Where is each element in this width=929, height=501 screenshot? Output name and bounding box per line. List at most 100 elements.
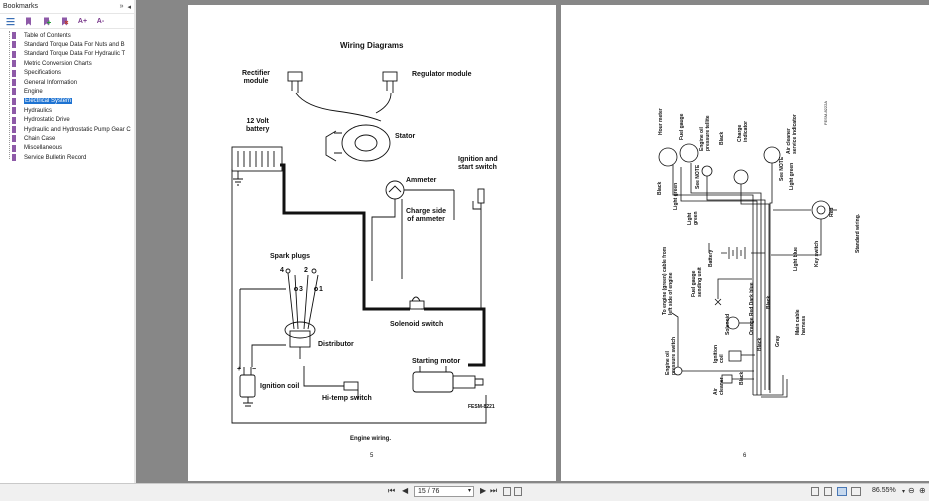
bookmark-icon [12,69,16,77]
solenoid-label: Solenoid switch [390,321,444,328]
zoom-out-icon[interactable]: ⊖ [908,486,915,495]
key-switch-label: Key switch [814,240,820,267]
bookmark-item[interactable]: Hydraulic and Hydrostatic Pump Gear C [0,125,134,134]
facing-view-icon[interactable] [837,487,847,496]
zoom-in-icon[interactable]: ⊕ [919,486,926,495]
bookmark-item[interactable]: Specifications [0,69,134,78]
bookmark-icon[interactable] [24,17,33,26]
ignition-coil-label: Ignition coil [713,344,725,363]
navigation-toolbar: ⏮ ◀ 15 / 76 ▾ ▶ ⏭ 86.55% ▾ ⊖ ⊕ [0,483,929,501]
bookmark-item[interactable]: Standard Torque Data For Nuts and B [0,40,134,49]
plug-4-label: 4 [280,267,284,274]
oil-tellite-label: Engine oil pressure tellite [699,115,711,151]
standard-wiring-diagram [658,143,837,398]
zoom-dropdown-icon[interactable]: ▾ [902,489,906,495]
bookmarks-header: Bookmarks » ◂ [0,0,134,14]
light-blue-label: Light blue [793,247,799,271]
last-page-icon[interactable]: ⏭ [490,486,498,495]
bookmark-icon [12,154,16,162]
bookmarks-title: Bookmarks [3,3,39,10]
minus-label: − [252,366,257,373]
bookmark-item[interactable]: Engine [0,87,134,96]
bookmark-label: Table of Contents [24,32,71,39]
zoom-level[interactable]: 86.55% [872,487,896,494]
solenoid-label: Solenoid [725,313,731,335]
page-number-value: 15 / 76 [418,488,440,495]
black-left-label: Black [657,181,663,195]
bookmark-item[interactable]: General Information [0,78,134,87]
font-smaller-icon[interactable]: A- [96,17,105,25]
bookmarks-toolbar: A+ A- [0,14,134,29]
air-cleaner-indicator-label: Air cleaner service indicator [786,114,798,154]
bookmark-label: Miscellaneous [24,145,63,152]
bookmark-add-icon[interactable] [42,17,51,26]
bookmark-icon [12,88,16,96]
air-cleaner-label: Air cleaner [713,377,725,395]
see-note-label: See NOTE [779,156,785,181]
figure-code: FESM-8221 [468,404,495,410]
plug-3-label: 3 [299,286,303,293]
page-number: 5 [370,453,374,459]
bookmark-remove-icon[interactable] [60,17,69,26]
spark-plugs-label: Spark plugs [270,253,311,260]
bookmark-icon [12,107,16,115]
figure-caption: Engine wiring. [350,436,392,442]
black-top-label: Black [719,131,725,145]
page-6: Hour meter Fuel gauge Engine oil pressur… [561,5,929,481]
first-page-icon[interactable]: ⏮ [388,486,396,495]
bookmark-icon [12,116,16,124]
battery-label: 12 Volt battery [246,118,270,133]
close-panel-icon[interactable]: ◂ [127,3,131,11]
forward-view-icon[interactable] [514,487,522,496]
bookmark-icon [12,144,16,152]
single-page-view-icon[interactable] [811,487,819,496]
bookmark-label: Standard Torque Data For Nuts and B [24,42,125,49]
bookmark-item[interactable]: Table of Contents [0,31,134,40]
bookmark-item[interactable]: Metric Conversion Charts [0,59,134,68]
document-viewer[interactable]: Wiring Diagrams Rectifier module Regulat… [136,0,929,483]
charge-indicator-label: Charge indicator [737,120,749,142]
stator-label: Stator [395,133,416,140]
bookmark-label: Engine [24,89,43,96]
plug-2-label: 2 [304,267,308,274]
bookmark-icon [12,41,16,49]
bookmark-label: Hydrostatic Drive [24,117,70,124]
bookmark-item[interactable]: Standard Torque Data For Hydraulic T [0,50,134,59]
battery-label: Battery [708,249,714,267]
panel-splitter[interactable] [134,0,136,483]
ammeter-label: Ammeter [406,177,437,184]
bookmark-item[interactable]: Hydraulics [0,106,134,115]
bookmark-label: General Information [24,79,78,86]
font-larger-icon[interactable]: A+ [77,17,88,25]
bookmark-item[interactable]: Service Bulletin Record [0,153,134,162]
collapse-panel-icon[interactable]: » [119,2,124,10]
light-green-left-label: Light green [673,182,679,210]
continuous-facing-view-icon[interactable] [851,487,861,496]
bookmark-item[interactable]: Hydrostatic Drive [0,116,134,125]
bookmark-item[interactable]: Miscellaneous [0,144,134,153]
back-view-icon[interactable] [503,487,511,496]
figure-code: FESM-8222A [823,100,828,125]
light-green2-label: Light green [687,211,699,225]
figure-caption: Standard wiring. [855,213,861,253]
bookmark-icon [12,32,16,39]
plus-label: + [237,366,242,373]
distributor-label: Distributor [318,341,354,348]
black-mid-label: Black [757,337,763,351]
bookmark-item[interactable]: Chain Case [0,134,134,143]
ignition-coil-label: Ignition coil [260,383,300,390]
bookmark-icon [12,60,16,68]
options-icon[interactable] [6,17,15,26]
chevron-down-icon[interactable]: ▾ [467,488,471,494]
next-page-icon[interactable]: ▶ [480,486,487,495]
continuous-view-icon[interactable] [824,487,832,496]
engine-wiring-diagram [231,71,487,424]
prev-page-icon[interactable]: ◀ [402,486,409,495]
bookmark-item[interactable]: Electrical System [0,97,134,106]
bookmark-icon [12,50,16,58]
rectifier-label: Rectifier module [242,70,271,85]
page-number-field[interactable]: 15 / 76 ▾ [414,486,474,497]
bookmark-label: Service Bulletin Record [24,154,87,161]
see-note2-label: See NOTE [695,164,701,189]
bookmark-icon [12,78,16,86]
